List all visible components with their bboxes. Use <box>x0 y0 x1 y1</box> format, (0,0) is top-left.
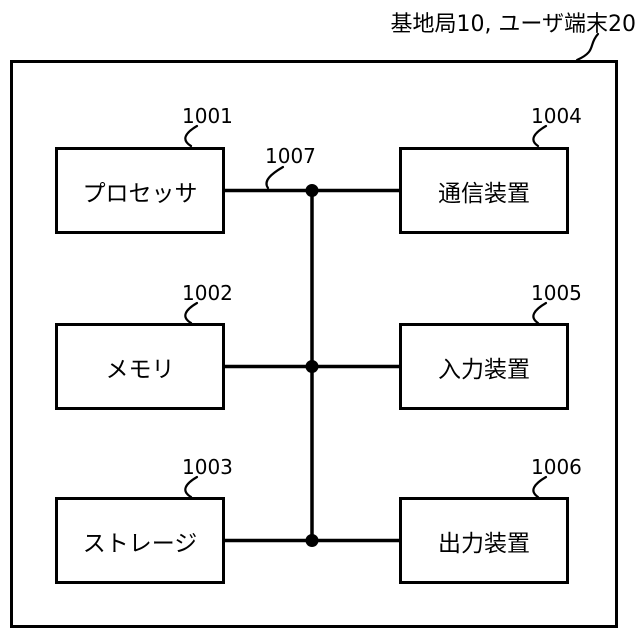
block-processor: プロセッサ <box>55 147 225 234</box>
block-storage: ストレージ <box>55 497 225 584</box>
figure-title: 基地局10, ユーザ端末20 <box>390 12 636 37</box>
block-input-device: 入力装置 <box>399 323 569 410</box>
ref-label-processor: 1001 <box>182 104 233 128</box>
ref-label-storage: 1003 <box>182 455 233 479</box>
ref-label-communication-device: 1004 <box>531 104 582 128</box>
block-memory: メモリ <box>55 323 225 410</box>
block-processor-label: プロセッサ <box>82 180 198 207</box>
ref-label-output-device: 1006 <box>531 455 582 479</box>
block-input-device-label: 入力装置 <box>438 356 530 383</box>
block-memory-label: メモリ <box>105 356 175 383</box>
ref-label-memory: 1002 <box>182 281 233 305</box>
block-communication-device-label: 通信装置 <box>438 180 530 207</box>
block-communication-device: 通信装置 <box>399 147 569 234</box>
ref-label-bus: 1007 <box>265 144 316 168</box>
ref-label-input-device: 1005 <box>531 281 582 305</box>
block-storage-label: ストレージ <box>82 530 198 557</box>
block-output-device: 出力装置 <box>399 497 569 584</box>
block-output-device-label: 出力装置 <box>438 530 530 557</box>
outer-frame <box>10 60 618 628</box>
